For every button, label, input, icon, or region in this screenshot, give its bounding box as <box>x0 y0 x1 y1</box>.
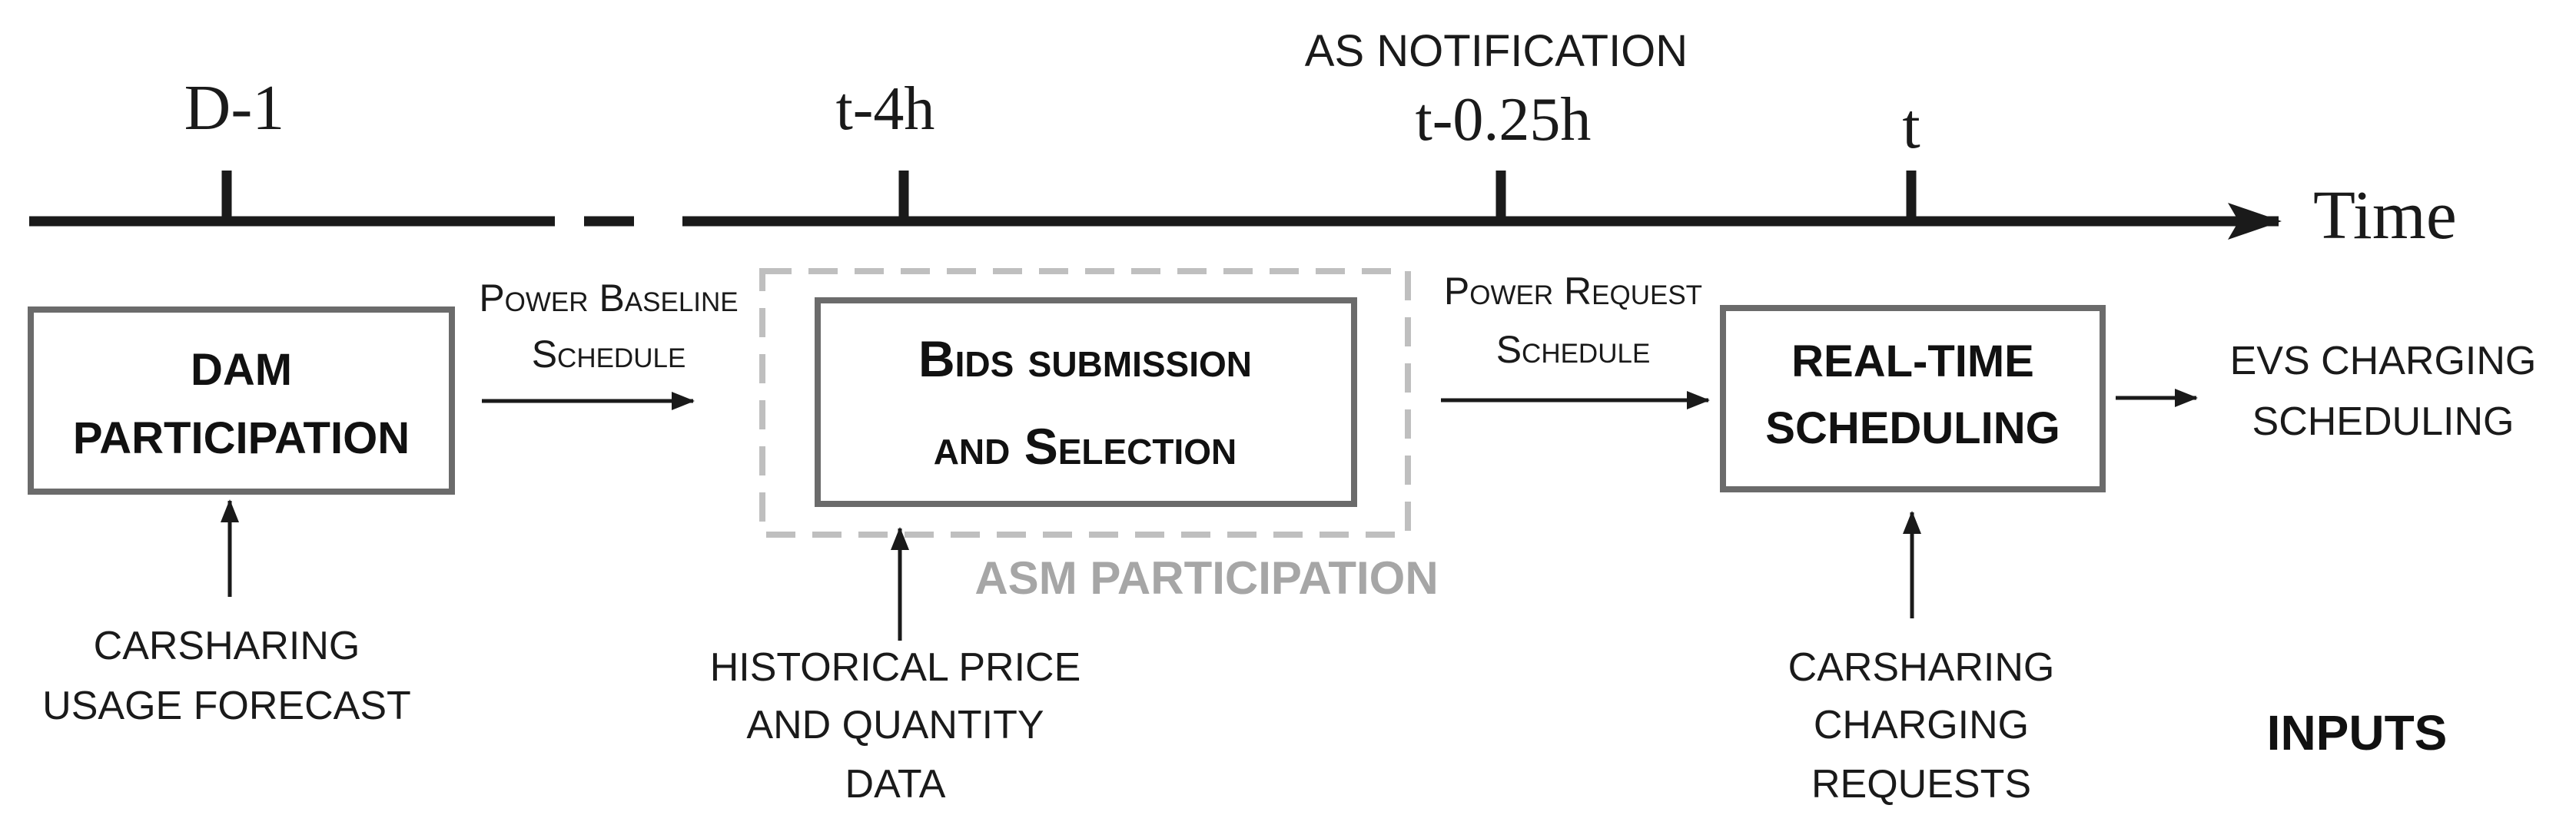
evs-charging-label-line-1: EVS CHARGING <box>2230 339 2537 383</box>
tick-label-t-4h: t-4h <box>836 75 935 143</box>
bids-input-label-line-2: AND QUANTITY <box>746 703 1044 747</box>
time-axis-label: Time <box>2313 177 2457 253</box>
asm-participation-group <box>759 268 1411 538</box>
real-time-scheduling-box <box>1720 305 2106 492</box>
real-time-input-label-line-2: CHARGING <box>1814 703 2029 747</box>
power-baseline-label-line-2: Schedule <box>532 333 686 376</box>
real-time-input-label-line-3: REQUESTS <box>1811 762 2031 807</box>
bids-box-label-line-2: and Selection <box>934 418 1237 475</box>
dam-input-label-line-2: USAGE FORECAST <box>42 684 411 728</box>
time-axis <box>29 171 2282 240</box>
as-notification-label: AS NOTIFICATION <box>1305 26 1688 76</box>
bids-submission-box <box>815 297 1357 507</box>
power-request-label-line-1: Power Request <box>1444 270 1702 313</box>
tick-label-t-0-25h: t-0.25h <box>1416 86 1592 154</box>
real-time-input-label-line-1: CARSHARING <box>1788 645 2055 690</box>
dam-participation-box <box>28 306 455 495</box>
bids-input-label-line-3: DATA <box>845 762 946 807</box>
real-time-box-label-line-2: SCHEDULING <box>1765 403 2060 453</box>
tick-label-t: t <box>1902 91 1920 162</box>
power-request-label-line-2: Schedule <box>1496 328 1651 371</box>
dam-box-label-line-1: DAM <box>191 345 292 395</box>
evs-charging-label-line-2: SCHEDULING <box>2252 399 2515 444</box>
bids-input-label-line-1: HISTORICAL PRICE <box>710 645 1081 690</box>
dam-box-label-line-2: PARTICIPATION <box>73 413 410 463</box>
real-time-box-label-line-1: REAL-TIME <box>1791 336 2034 386</box>
inputs-title: INPUTS <box>2267 705 2448 760</box>
power-baseline-label-line-1: Power Baseline <box>479 277 738 320</box>
bids-box-label-line-1: Bids submission <box>918 330 1252 387</box>
tick-label-d-1: D-1 <box>184 72 285 144</box>
dam-input-label-line-1: CARSHARING <box>94 624 360 668</box>
asm-participation-label: ASM PARTICIPATION <box>974 552 1438 604</box>
